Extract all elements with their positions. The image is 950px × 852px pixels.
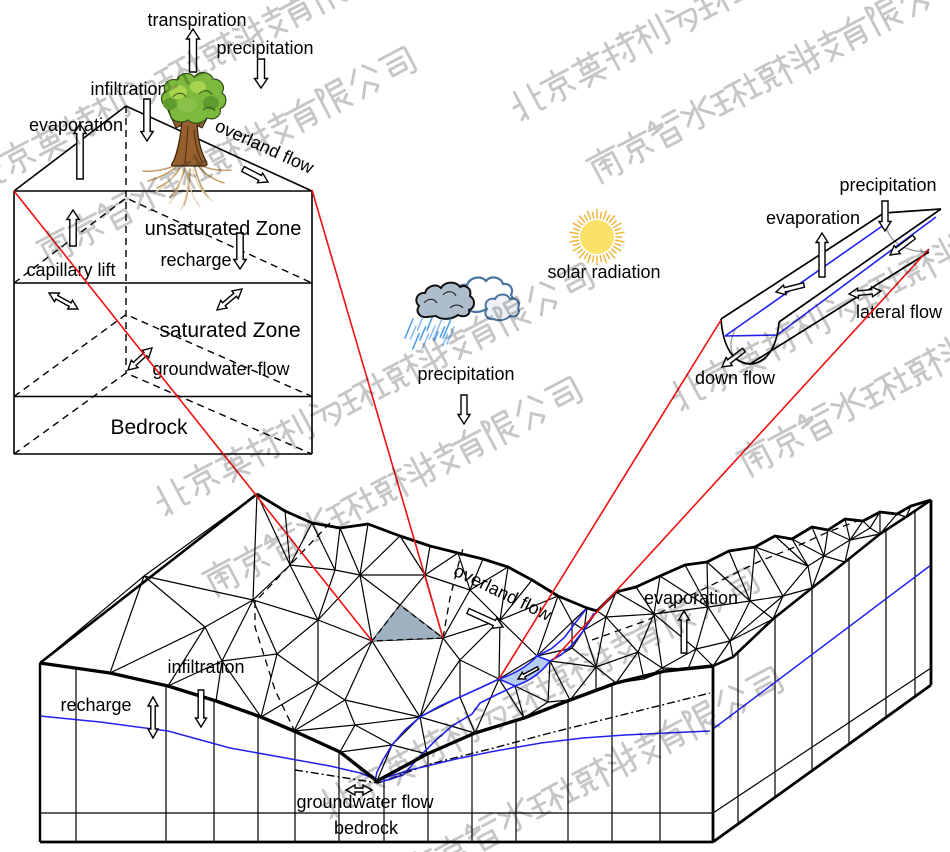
svg-text:evaporation: evaporation [766, 208, 860, 228]
svg-text:recharge: recharge [160, 250, 231, 270]
svg-text:groundwater flow: groundwater flow [296, 792, 434, 812]
svg-text:Bedrock: Bedrock [110, 416, 188, 439]
svg-text:groundwater flow: groundwater flow [152, 359, 290, 379]
svg-text:evaporation: evaporation [644, 588, 738, 608]
svg-text:precipitation: precipitation [216, 38, 313, 58]
svg-text:lateral flow: lateral flow [856, 302, 943, 322]
svg-text:transpiration: transpiration [147, 10, 246, 30]
svg-text:precipitation: precipitation [839, 175, 936, 195]
svg-text:capillary lift: capillary lift [26, 260, 115, 280]
svg-text:unsaturated Zone: unsaturated Zone [145, 218, 302, 240]
svg-text:saturated Zone: saturated Zone [159, 319, 300, 342]
svg-text:infiltration: infiltration [167, 657, 244, 677]
svg-text:bedrock: bedrock [334, 818, 399, 838]
svg-text:recharge: recharge [60, 695, 131, 715]
svg-text:precipitation: precipitation [417, 364, 514, 384]
